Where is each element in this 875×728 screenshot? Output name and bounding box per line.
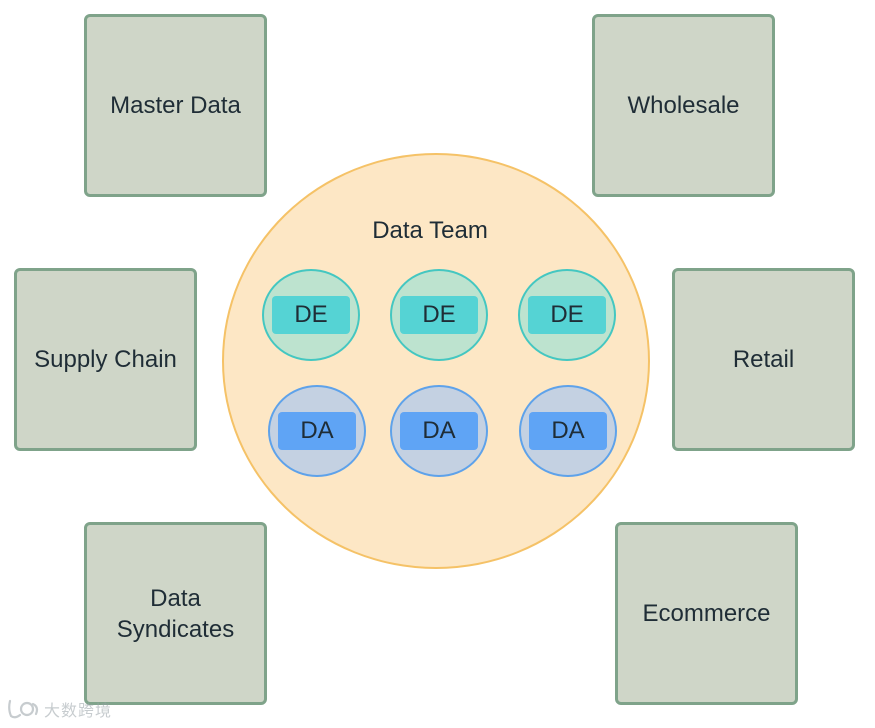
logo-icon bbox=[8, 699, 39, 719]
watermark: 大数跨境 bbox=[6, 697, 112, 721]
data-engineer-label: DE bbox=[528, 296, 606, 334]
data-engineer-label: DE bbox=[400, 296, 478, 334]
data-engineer-node: DE bbox=[518, 269, 616, 361]
data-engineer-label: DE bbox=[272, 296, 350, 334]
box-wholesale: Wholesale bbox=[592, 14, 775, 197]
watermark-text: 大数跨境 bbox=[44, 701, 113, 720]
data-analyst-node: DA bbox=[268, 385, 366, 477]
data-engineer-node: DE bbox=[390, 269, 488, 361]
box-supply-chain: Supply Chain bbox=[14, 268, 197, 451]
data-team-circle bbox=[222, 153, 650, 569]
data-analyst-label: DA bbox=[400, 412, 478, 450]
data-team-title: Data Team bbox=[372, 217, 488, 244]
data-analyst-node: DA bbox=[390, 385, 488, 477]
data-analyst-label: DA bbox=[529, 412, 607, 450]
box-retail: Retail bbox=[672, 268, 855, 451]
data-analyst-label: DA bbox=[278, 412, 356, 450]
data-analyst-node: DA bbox=[519, 385, 617, 477]
box-master-data: Master Data bbox=[84, 14, 267, 197]
box-ecommerce: Ecommerce bbox=[615, 522, 798, 705]
data-engineer-node: DE bbox=[262, 269, 360, 361]
box-data-syndicates: Data Syndicates bbox=[84, 522, 267, 705]
